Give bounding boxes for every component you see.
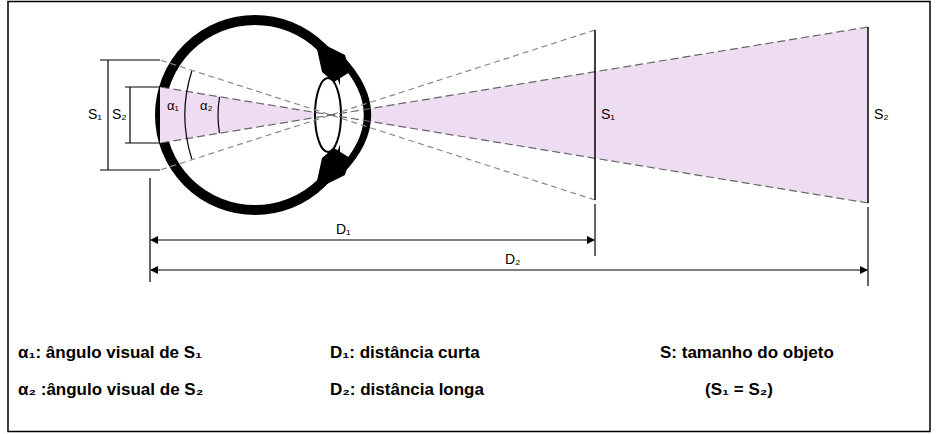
eyeball [160, 20, 350, 210]
frame [8, 2, 930, 432]
object-label: S₂ [874, 106, 889, 122]
distance-label: D₂ [505, 251, 521, 267]
size-label: S₁ [88, 106, 102, 122]
dimension-tick [149, 178, 150, 282]
angle-label: α₁ [167, 99, 179, 114]
dimension-tick [867, 207, 868, 286]
visual-cone [160, 87, 330, 143]
size-bracket [107, 60, 108, 170]
dimension-line [151, 239, 594, 240]
ray [160, 87, 868, 203]
dimension-tick [594, 204, 595, 256]
ray [160, 60, 595, 200]
ray [160, 30, 595, 170]
legend-text: D₁: distância curta [330, 343, 480, 363]
legend-text: S: tamanho do objeto [660, 343, 834, 363]
legend-text: (S₁ = S₂) [705, 380, 773, 400]
angle-arc [218, 97, 219, 133]
distance-label: D₁ [336, 221, 351, 237]
legend-text: α₁: ângulo visual de S₁ [18, 343, 202, 363]
size-bracket [129, 87, 130, 143]
legend-text: α₂ :ângulo visual de S₂ [18, 380, 203, 400]
visual-cone [330, 27, 868, 203]
dimension-line [151, 269, 867, 270]
object-s1 [594, 30, 596, 200]
object-label: S₁ [601, 106, 615, 122]
object-s2 [867, 27, 869, 203]
angle-label: α₂ [200, 99, 213, 114]
ray [160, 27, 868, 143]
legend-text: D₂: distância longa [330, 380, 484, 400]
size-bracket [125, 142, 160, 143]
iris [315, 40, 350, 82]
size-bracket [100, 59, 160, 60]
angle-arc [185, 71, 192, 159]
iris [315, 148, 350, 190]
size-label: S₂ [112, 106, 127, 122]
size-bracket [125, 86, 160, 87]
size-bracket [100, 169, 160, 170]
